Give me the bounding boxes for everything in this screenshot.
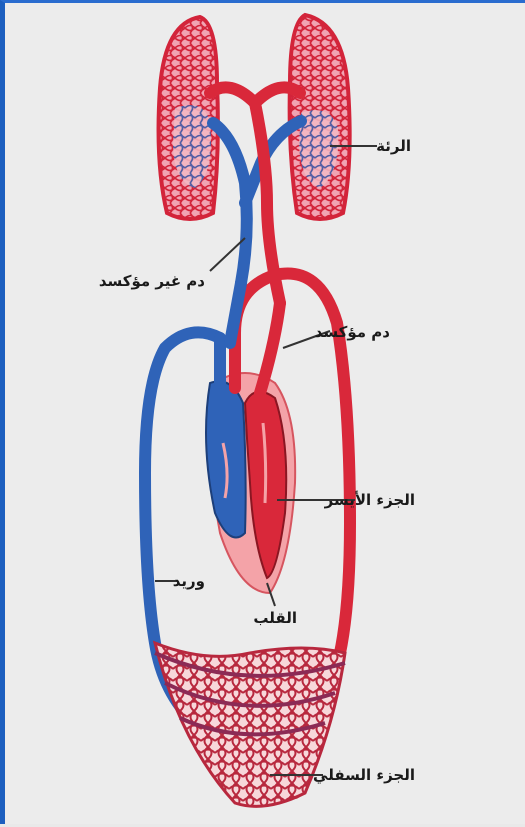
label-lower-part: الجزء السفلي bbox=[313, 766, 415, 784]
label-lungs: الرئة bbox=[376, 137, 411, 155]
label-vein: وريد bbox=[173, 572, 205, 590]
left-lung bbox=[159, 17, 218, 219]
circulatory-system-diagram: الرئة دم غير مؤكسد دم مؤكسد الجزء الأيسر… bbox=[5, 3, 525, 827]
heart bbox=[206, 283, 295, 593]
label-heart: القلب bbox=[253, 609, 297, 627]
label-left-side: الجزء الأيسر bbox=[324, 491, 415, 509]
label-deoxygenated-blood: دم غير مؤكسد bbox=[99, 272, 205, 290]
label-oxygenated-blood: دم مؤكسد bbox=[315, 323, 391, 341]
